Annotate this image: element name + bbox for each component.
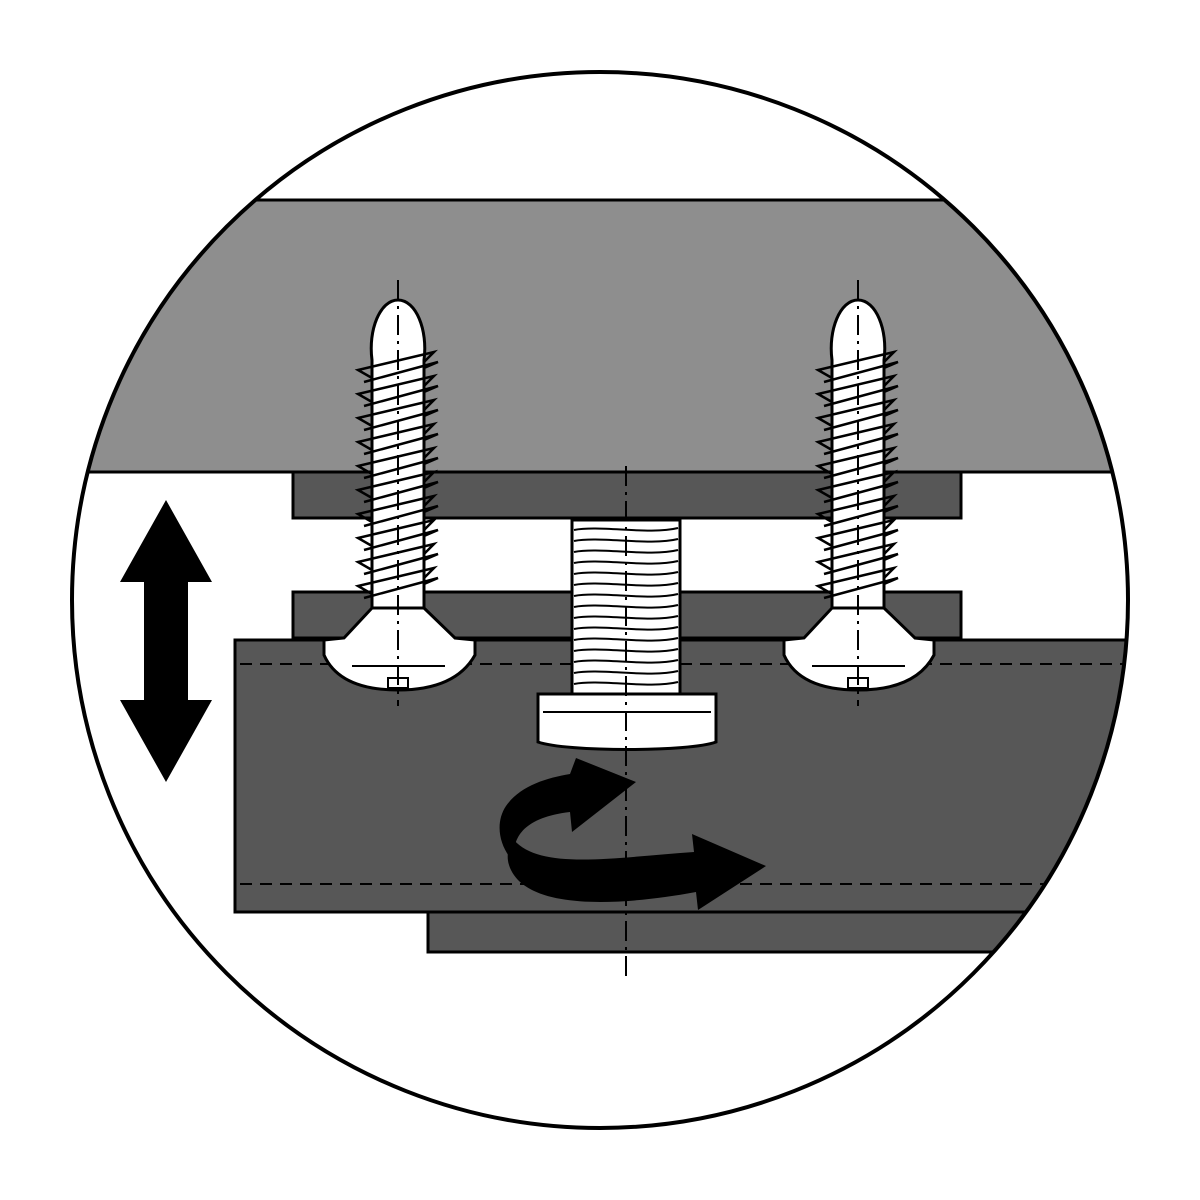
screw-thread: [354, 445, 439, 480]
screw-thread: [354, 517, 439, 552]
screw-thread: [814, 493, 899, 528]
screw-thread: [814, 421, 899, 456]
screw-thread: [354, 565, 439, 600]
screw-thread: [814, 349, 899, 384]
screw-thread: [354, 469, 439, 504]
screw-thread: [814, 565, 899, 600]
screw-thread: [354, 541, 439, 576]
screw-thread: [814, 397, 899, 432]
screw-thread: [354, 349, 439, 384]
bolt-thread: [573, 637, 679, 642]
screw-thread: [354, 373, 439, 408]
screw-thread: [814, 445, 899, 480]
screw-thread: [354, 421, 439, 456]
screw-thread: [354, 397, 439, 432]
screw-thread: [814, 517, 899, 552]
double-arrow-vertical-icon: [120, 500, 212, 782]
rotation-arrow-icon: [499, 758, 766, 910]
bolt-thread: [573, 670, 679, 675]
top-panel: [72, 198, 1128, 474]
screw-thread: [814, 469, 899, 504]
screw-thread: [814, 541, 899, 576]
detail-circle-outline: [70, 70, 1130, 1130]
bolt-thread: [573, 659, 679, 664]
bolt-thread: [573, 626, 679, 631]
screw-thread: [354, 493, 439, 528]
bolt-thread: [573, 593, 679, 598]
screw-thread: [814, 373, 899, 408]
